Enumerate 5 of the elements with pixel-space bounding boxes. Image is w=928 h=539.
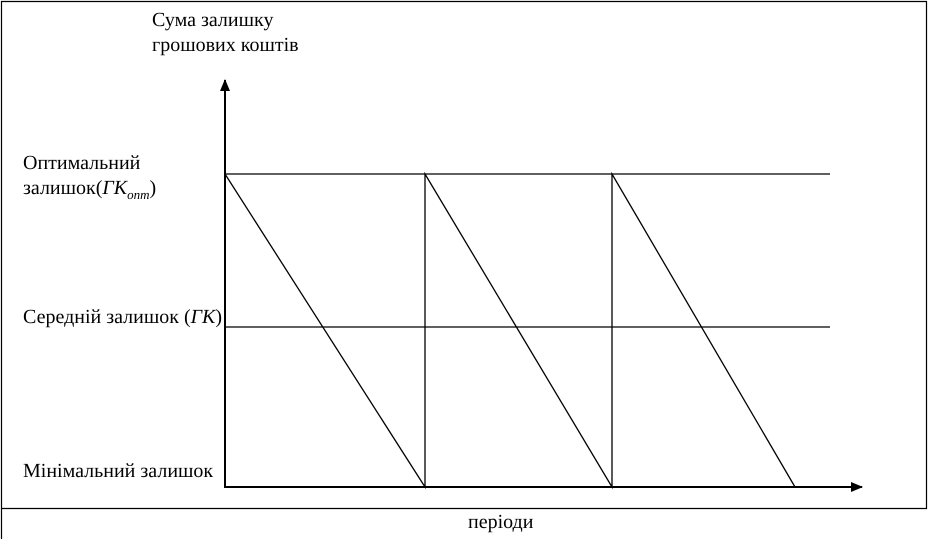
tick-label: Середній залишок (ГК) (23, 305, 222, 330)
tick-label: Оптимальний залишок(ГК$_{опт}$) (23, 151, 158, 204)
y-axis-title: Сума залишку грошових коштів (152, 8, 300, 58)
x-axis-title: періоди (468, 510, 534, 535)
tick-label: Мінімальний залишок (23, 459, 214, 484)
